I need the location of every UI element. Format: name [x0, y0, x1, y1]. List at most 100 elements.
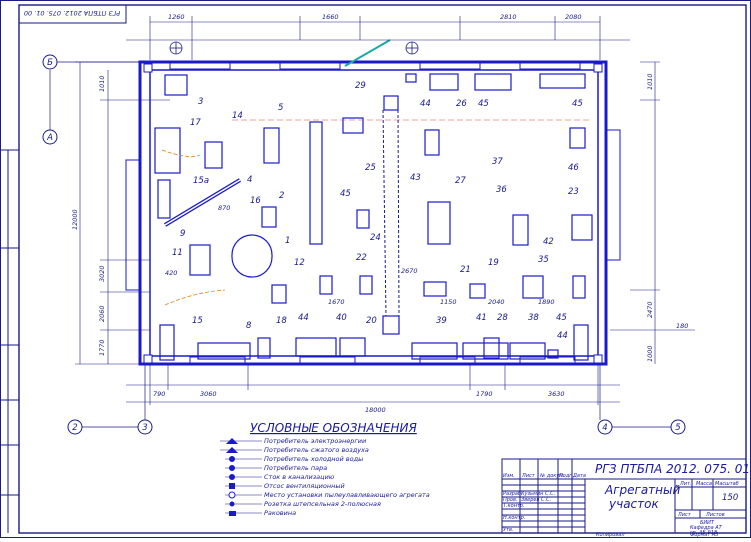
label-45-d: 45	[556, 313, 567, 323]
label-4: 4	[247, 175, 252, 185]
org-line-1: БИИТ	[700, 520, 715, 526]
dim-bottom-3: 1790	[476, 390, 493, 398]
label-44-b: 44	[298, 313, 309, 323]
steam-icon	[229, 465, 235, 471]
label-38: 38	[528, 313, 539, 323]
dim-left-3: 2060	[98, 305, 106, 322]
label-22: 22	[356, 253, 367, 263]
legend-item-6: Отсос вентиляционный	[264, 482, 345, 490]
scale-value: 150	[722, 493, 738, 503]
dim-top-4: 2080	[565, 13, 582, 21]
compressed-air-icon	[226, 447, 238, 453]
label-45-c: 45	[572, 99, 583, 109]
label-29: 29	[355, 81, 366, 91]
dim-bottom-2: 3060	[200, 390, 217, 398]
dim-left-1: 1010	[98, 75, 106, 92]
dim-inner-6: 1890	[538, 298, 555, 306]
label-41: 41	[476, 313, 487, 323]
label-27: 27	[455, 176, 466, 186]
dim-overall: 18000	[365, 406, 386, 414]
windows-bottom	[189, 356, 576, 364]
ventilation-icon	[229, 483, 235, 489]
label-44-a: 44	[420, 99, 431, 109]
dim-right-2: 2470	[646, 301, 654, 318]
title-block	[501, 458, 747, 534]
dim-inner-5: 2040	[488, 298, 505, 306]
label-36: 36	[496, 185, 507, 195]
format-label: Формат А3	[690, 532, 718, 538]
legend-item-8: Розетка штепсельная 2-полюсная	[264, 500, 381, 508]
equipment-footprints	[154, 73, 593, 361]
label-9: 9	[180, 229, 185, 239]
axis-label-5: 5	[675, 423, 680, 433]
label-40: 40	[336, 313, 347, 323]
drain-icon	[229, 474, 235, 480]
cold-water-icon	[229, 456, 235, 462]
label-26: 26	[456, 99, 467, 109]
label-25: 25	[365, 163, 376, 173]
title-line-1: Агрегатный	[604, 483, 680, 497]
label-44-c: 44	[557, 331, 568, 341]
dim-inner-3: 2670	[401, 267, 418, 275]
label-15a: 15а	[193, 176, 209, 186]
dim-left-4: 1770	[98, 339, 106, 356]
sink-icon	[229, 511, 236, 516]
label-16: 16	[250, 196, 261, 206]
dim-right-4: 180	[676, 322, 688, 330]
dim-right-3: 1000	[646, 345, 654, 362]
legend-leaders	[220, 440, 262, 514]
label-43: 43	[410, 173, 421, 183]
legend-item-7: Место установки пылеулавливающего агрега…	[264, 491, 430, 499]
label-5: 5	[278, 103, 283, 113]
legend-item-2: Потребитель сжатого воздуха	[264, 446, 369, 454]
label-17: 17	[190, 118, 201, 128]
header-doc: № докум.	[539, 473, 565, 479]
label-23: 23	[568, 187, 579, 197]
dim-top-1: 1260	[168, 13, 185, 21]
legend-item-5: Сток в канализацию	[264, 473, 335, 481]
axis-label-b: Б	[47, 58, 53, 68]
header-sheet: Лист	[521, 473, 536, 479]
label-45-b: 45	[478, 99, 489, 109]
title-line-2: участок	[608, 497, 659, 511]
label-24: 24	[370, 233, 381, 243]
dim-right-1: 1010	[646, 73, 654, 90]
label-11: 11	[172, 248, 183, 258]
dim-inner-7: 870	[218, 204, 230, 212]
role-checker: Пров.	[503, 497, 518, 503]
label-21: 21	[460, 265, 471, 275]
axis-label-a: А	[46, 133, 53, 143]
label-42: 42	[543, 237, 554, 247]
inner-frame	[18, 4, 747, 534]
legend-item-1: Потребитель электроэнергии	[264, 437, 366, 445]
copied-label: Копировал	[596, 532, 625, 538]
axis-label-2: 2	[72, 423, 77, 433]
socket-icon	[229, 501, 235, 507]
dim-top-2: 1660	[322, 13, 339, 21]
building-inner-wall	[149, 69, 599, 357]
legend-title: УСЛОВНЫЕ ОБОЗНАЧЕНИЯ	[250, 421, 417, 435]
label-45-a: 45	[340, 189, 351, 199]
label-8: 8	[246, 321, 252, 331]
dim-inner-1: 420	[165, 269, 177, 277]
dim-inner-2: 1670	[328, 298, 345, 306]
lit-label: Лит.	[679, 481, 692, 487]
axis-label-3: 3	[142, 423, 147, 433]
dust-collector-icon	[228, 491, 236, 499]
org-line-2: Кафедра АТ	[690, 525, 723, 531]
label-19: 19	[488, 258, 499, 268]
org-line-3: гр. АБ-918	[690, 530, 717, 536]
header-date: Дата	[572, 473, 586, 479]
dim-left-2: 3020	[98, 265, 106, 282]
label-3: 3	[198, 97, 203, 107]
label-20: 20	[366, 316, 377, 326]
legend-symbols	[226, 438, 238, 516]
label-28: 28	[497, 313, 508, 323]
checker-name: Зверев С.С.	[521, 497, 551, 503]
label-2: 2	[279, 191, 284, 201]
dim-bottom-4: 3630	[548, 390, 565, 398]
label-15: 15	[192, 316, 203, 326]
equipment-labels: 1 2 3 4 5 8 9 11 12 14 15 15а 16 17 18 1…	[172, 81, 583, 341]
